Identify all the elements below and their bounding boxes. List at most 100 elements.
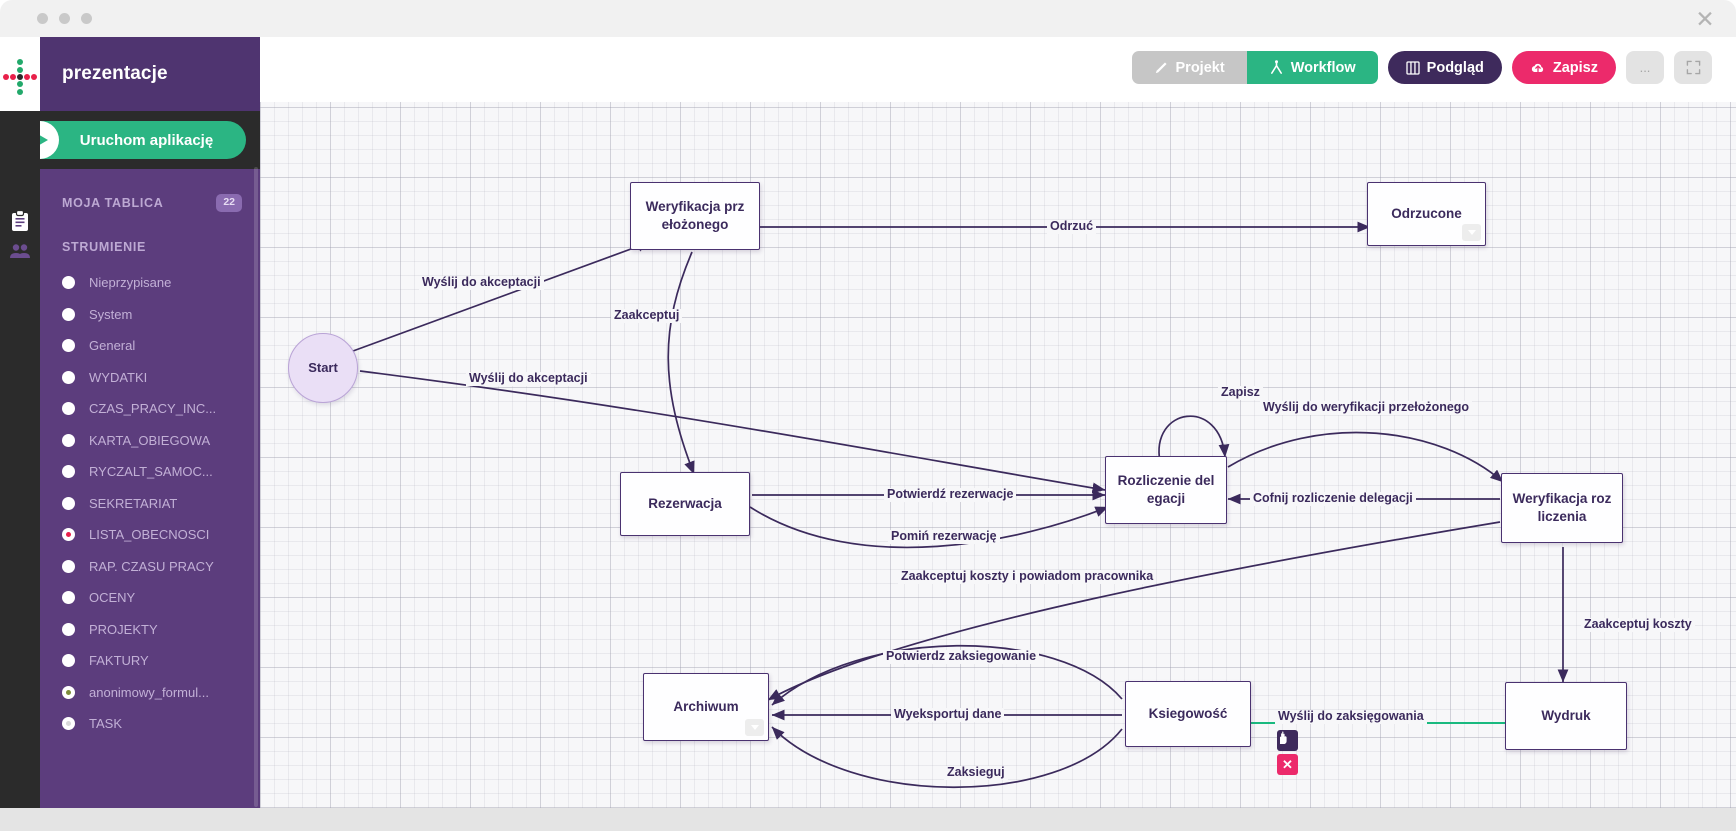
- more-options-button[interactable]: ...: [1626, 51, 1664, 84]
- chevron-down-icon[interactable]: [1462, 224, 1481, 241]
- sidebar-item-sekretariat[interactable]: SEKRETARIAT: [40, 488, 260, 520]
- sidebar-item-label: RAP. CZASU PRACY: [89, 558, 214, 574]
- node-start-label: Start: [308, 360, 338, 376]
- stream-status-dot-icon: [62, 276, 75, 290]
- sidebar-item-ryczalt-samoc[interactable]: RYCZALT_SAMOC...: [40, 456, 260, 488]
- edge-label-wyslij-weryfikacji: Wyślij do weryfikacji przełożonego: [1260, 400, 1473, 415]
- pencil-icon: [1155, 62, 1167, 74]
- node-odrzucone[interactable]: Odrzucone: [1367, 182, 1486, 246]
- node-rozliczenie-delegacji[interactable]: Rozliczenie del egacji: [1105, 456, 1227, 524]
- sidebar-item-wydatki[interactable]: WYDATKI: [40, 362, 260, 394]
- clipboard-icon[interactable]: [0, 199, 40, 243]
- node-odrzucone-label: Odrzucone: [1391, 205, 1462, 221]
- tab-projekt-label: Projekt: [1175, 59, 1225, 76]
- sidebar-item-nieprzypisane[interactable]: Nieprzypisane: [40, 267, 260, 299]
- sidebar-item-oceny[interactable]: OCENY: [40, 582, 260, 614]
- node-rozliczenie-delegacji-label: Rozliczenie del egacji: [1117, 472, 1215, 506]
- sidebar-item-karta-obiegowa[interactable]: KARTA_OBIEGOWA: [40, 425, 260, 457]
- sidebar-item-label: RYCZALT_SAMOC...: [89, 464, 213, 480]
- run-app-label: Uruchom aplikację: [79, 131, 214, 149]
- top-toolbar: Projekt Workflow: [1131, 51, 1712, 84]
- delete-edge-button[interactable]: ✕: [1277, 754, 1298, 775]
- fullscreen-button[interactable]: [1674, 51, 1712, 84]
- close-icon: ✕: [1282, 756, 1293, 772]
- sidebar-scrollbar[interactable]: [254, 167, 258, 807]
- sidebar-item-projekty[interactable]: PROJEKTY: [40, 614, 260, 646]
- run-app-bar: Uruchom aplikację: [40, 111, 260, 169]
- sidebar-item-faktury[interactable]: FAKTURY: [40, 645, 260, 677]
- sidebar-item-general[interactable]: General: [40, 330, 260, 362]
- stream-status-dot-icon: [62, 465, 75, 479]
- tab-workflow[interactable]: Workflow: [1246, 51, 1378, 84]
- workflow-canvas[interactable]: Projekt Workflow: [260, 37, 1736, 831]
- node-ksiegowosc[interactable]: Ksiegowość: [1125, 681, 1251, 747]
- node-weryfikacja-przelozonego[interactable]: Weryfikacja prz ełożonego: [630, 182, 760, 250]
- edge-label-wyslij-akceptacji-2: Wyślij do akceptacji: [466, 371, 591, 386]
- sidebar-item-czas-pracy-inc[interactable]: CZAS_PRACY_INC...: [40, 393, 260, 425]
- moja-tablica-badge: 22: [216, 194, 242, 212]
- edge-label-zapisz: Zapisz: [1218, 385, 1263, 400]
- streams-label: STRUMIENIE: [62, 240, 147, 254]
- stream-status-dot-icon: [62, 433, 75, 447]
- node-ksiegowosc-label: Ksiegowość: [1148, 705, 1228, 721]
- node-wydruk-label: Wydruk: [1541, 707, 1591, 723]
- sidebar-header: prezentacje: [40, 37, 260, 111]
- chevron-down-icon[interactable]: [745, 719, 764, 736]
- tab-workflow-label: Workflow: [1290, 59, 1356, 76]
- node-weryfikacja-przelozonego-label: Weryfikacja prz ełożonego: [645, 198, 745, 232]
- sidebar-item-task[interactable]: TASK: [40, 708, 260, 740]
- node-rezerwacja-label: Rezerwacja: [648, 495, 722, 511]
- sidebar-item-label: TASK: [89, 716, 122, 732]
- workflow-icon: [1270, 60, 1282, 74]
- node-rezerwacja[interactable]: Rezerwacja: [620, 472, 750, 536]
- close-icon[interactable]: ✕: [1695, 5, 1715, 32]
- stream-status-dot-icon: [62, 654, 75, 668]
- traffic-light-maximize[interactable]: [81, 13, 92, 24]
- mode-tabs: Projekt Workflow: [1131, 51, 1378, 84]
- sidebar-item-label: anonimowy_formul...: [89, 684, 209, 700]
- edge-label-zaakceptuj-koszty-powiadom: Zaakceptuj koszty i powiadom pracownika: [898, 569, 1157, 584]
- stream-status-dot-icon: [62, 559, 75, 573]
- traffic-light-close[interactable]: [37, 13, 48, 24]
- edge-label-zaakceptuj-koszty: Zaakceptuj koszty: [1581, 617, 1695, 632]
- edge-label-zaakceptuj: Zaakceptuj: [611, 308, 683, 323]
- sidebar-item-lista-obecnosci[interactable]: LISTA_OBECNOSCI: [40, 519, 260, 551]
- app-frame: prezentacje Uruchom aplikację MOJA TABLI…: [0, 37, 1736, 831]
- edge-label-zaksieguj: Zaksieguj: [944, 765, 1008, 780]
- window-traffic-lights: [37, 13, 92, 24]
- hand-cursor-icon[interactable]: [1277, 730, 1298, 751]
- edge-label-wyslij-zaksiegowania: Wyślij do zaksięgowania: [1275, 709, 1427, 724]
- save-button[interactable]: Zapisz: [1511, 51, 1616, 84]
- stream-status-dot-icon: [62, 402, 75, 416]
- tab-projekt[interactable]: Projekt: [1131, 51, 1247, 84]
- sidebar-item-label: PROJEKTY: [89, 621, 158, 637]
- ellipsis-icon: ...: [1639, 60, 1651, 75]
- sidebar-item-label: SEKRETARIAT: [89, 495, 178, 511]
- edge-label-wyslij-akceptacji-1: Wyślij do akceptacji: [419, 275, 544, 290]
- node-wydruk[interactable]: Wydruk: [1505, 682, 1627, 750]
- node-weryfikacja-rozliczenia-label: Weryfikacja roz liczenia: [1512, 490, 1612, 524]
- preview-button[interactable]: Podgląd: [1387, 51, 1502, 84]
- workflow-diagram: Start Weryfikacja prz ełożonego Odrzucon…: [260, 37, 1736, 831]
- people-icon[interactable]: [0, 229, 40, 273]
- edge-label-potwierdz-zaksiegowanie: Potwierdz zaksiegowanie: [883, 649, 1040, 664]
- stream-status-dot-icon: [62, 717, 75, 731]
- streams-section-header: STRUMIENIE: [40, 227, 260, 267]
- app-logo-cross-icon: [0, 37, 40, 111]
- node-archiwum[interactable]: Archiwum: [643, 673, 769, 741]
- node-start: Start: [288, 333, 358, 403]
- run-app-button[interactable]: Uruchom aplikację: [40, 121, 246, 159]
- sidebar-item-label: CZAS_PRACY_INC...: [89, 401, 217, 417]
- grid-icon: [1406, 60, 1420, 75]
- sidebar-item-anonimowy-formul[interactable]: anonimowy_formul...: [40, 677, 260, 709]
- node-weryfikacja-rozliczenia[interactable]: Weryfikacja roz liczenia: [1501, 473, 1623, 543]
- sidebar-item-system[interactable]: System: [40, 299, 260, 331]
- sidebar-item-moja-tablica[interactable]: MOJA TABLICA 22: [40, 181, 260, 225]
- edge-label-pomin-rezerwacje: Pomiń rezerwację: [888, 529, 1000, 544]
- sidebar-item-rap-czasu-pracy[interactable]: RAP. CZASU PRACY: [40, 551, 260, 583]
- stream-status-dot-icon: [62, 528, 75, 542]
- preview-label: Podgląd: [1426, 59, 1484, 76]
- traffic-light-minimize[interactable]: [59, 13, 70, 24]
